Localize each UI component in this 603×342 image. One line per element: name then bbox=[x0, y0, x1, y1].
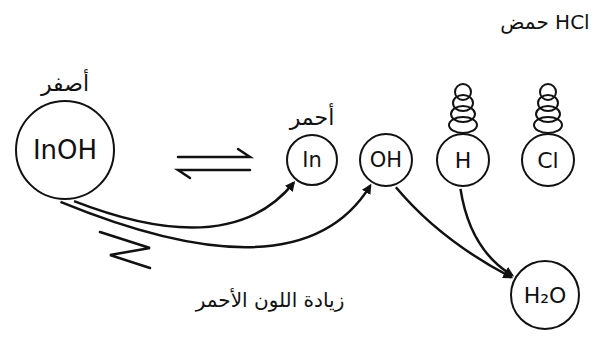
circle-node: أحمرIn bbox=[286, 134, 338, 186]
reverse-arrow bbox=[178, 170, 250, 178]
circle-node: H bbox=[436, 133, 490, 187]
color-heading: أصفر bbox=[41, 71, 89, 96]
formula: InOH bbox=[33, 135, 97, 165]
circle-node: أصفرInOH bbox=[15, 100, 115, 200]
reaction-arrow bbox=[396, 187, 511, 277]
reaction-arrow bbox=[460, 189, 512, 276]
formula: OH bbox=[370, 148, 402, 172]
formula: H₂O bbox=[524, 283, 567, 308]
forward-arrow bbox=[178, 149, 250, 157]
color-heading: أحمر bbox=[290, 105, 335, 130]
acid-label: حمض HCl bbox=[498, 10, 591, 34]
reaction-arrow bbox=[74, 183, 294, 228]
reaction-arrow bbox=[60, 186, 370, 248]
circle-node: Cl bbox=[521, 133, 575, 187]
circle-node: H₂O bbox=[510, 260, 580, 330]
circle-node: OH bbox=[359, 133, 413, 187]
note-label: زيادة اللون الأحمر bbox=[194, 288, 347, 312]
stacked-rings bbox=[449, 84, 562, 133]
formula: In bbox=[302, 148, 322, 172]
formula: Cl bbox=[537, 148, 558, 173]
formula: H bbox=[455, 148, 472, 173]
zigzag bbox=[100, 232, 150, 268]
